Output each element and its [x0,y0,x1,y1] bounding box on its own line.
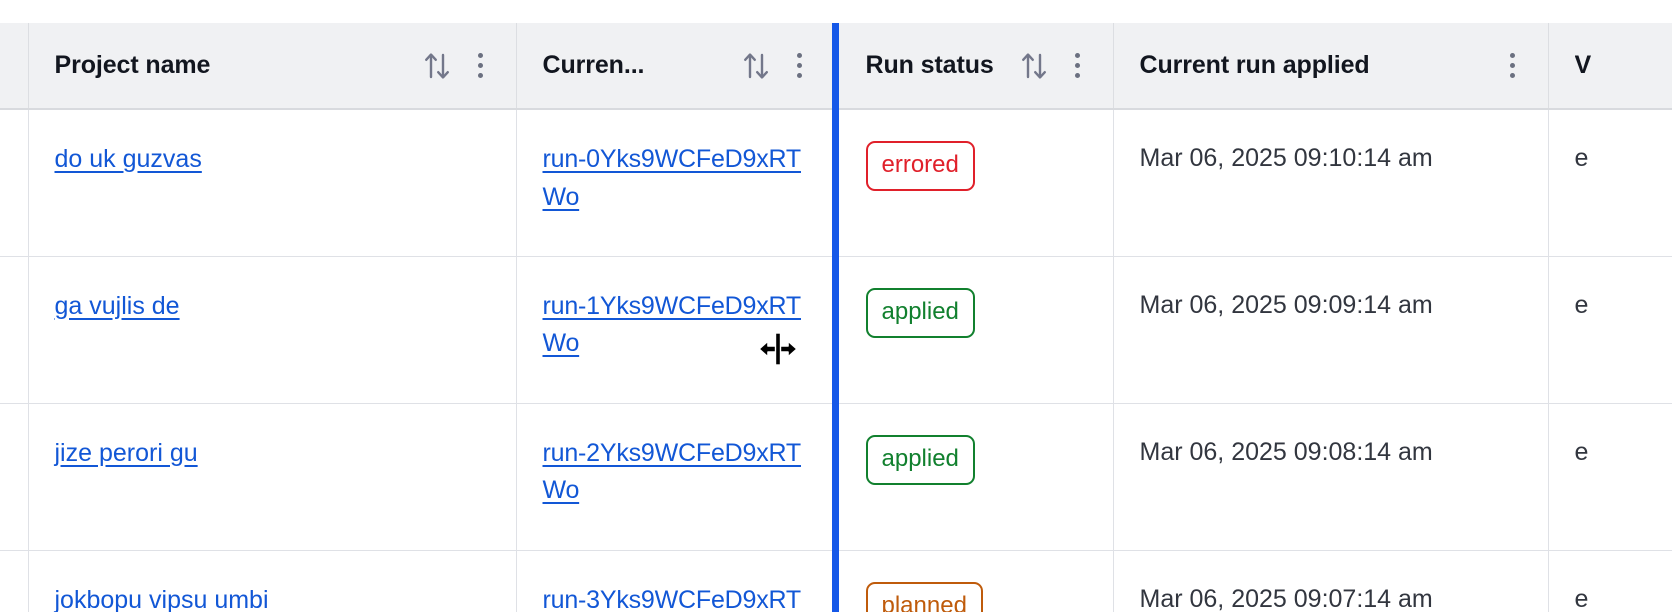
table-body: do uk guzvas run-0Yks9WCFeD9xRTWo errore… [0,109,1672,612]
column-header-label: Current run applied [1139,51,1370,79]
applied-timestamp: Mar 06, 2025 09:08:14 am [1139,437,1433,466]
cell-partial: e [1548,256,1672,404]
column-header-partial[interactable]: V [1548,23,1672,110]
cell-project-name: ga vujlis de [28,256,517,404]
row-select-cell[interactable] [0,550,29,612]
column-header-select[interactable] [0,23,29,110]
cell-run-status: applied [835,403,1114,551]
cell-project-name: jize perori gu [28,403,517,551]
project-name-link[interactable]: do uk guzvas [54,145,202,173]
column-menu-icon[interactable] [468,49,494,83]
cell-run-status: applied [835,256,1114,404]
table-row[interactable]: ga vujlis de run-1Yks9WCFeD9xRTWo applie… [0,256,1672,404]
cell-partial: e [1548,550,1672,612]
sort-icon[interactable] [422,49,452,83]
cell-project-name: do uk guzvas [28,109,517,257]
partial-value: e [1574,437,1589,466]
column-header-label: Project name [54,51,211,79]
column-header-label: V [1574,51,1592,79]
partial-value: e [1574,584,1589,612]
cell-current-run: run-2Yks9WCFeD9xRTWo [516,403,836,551]
header-row: Project name [0,23,1672,110]
status-badge: errored [865,141,975,191]
partial-value: e [1574,144,1589,172]
table-row[interactable]: jize perori gu run-2Yks9WCFeD9xRTWo appl… [0,403,1672,551]
cell-current-run-applied: Mar 06, 2025 09:07:14 am [1113,550,1549,612]
status-badge: applied [865,287,975,338]
applied-timestamp: Mar 06, 2025 09:07:14 am [1139,584,1433,612]
column-header-current-run[interactable]: Curren... [516,23,836,110]
sort-icon[interactable] [1019,49,1049,83]
column-header-label: Run status [865,51,994,79]
partial-value: e [1574,290,1589,319]
run-id-link[interactable]: run-0Yks9WCFeD9xRTWo [542,145,802,211]
cell-partial: e [1548,109,1672,257]
column-menu-icon[interactable] [1065,49,1091,83]
project-name-link[interactable]: jize perori gu [54,438,198,467]
cell-current-run-applied: Mar 06, 2025 09:10:14 am [1113,109,1549,257]
run-id-link[interactable]: run-2Yks9WCFeD9xRTWo [542,438,802,505]
run-id-link[interactable]: run-1Yks9WCFeD9xRTWo [542,291,802,358]
column-header-current-run-applied[interactable]: Current run applied [1113,23,1549,110]
applied-timestamp: Mar 06, 2025 09:10:14 am [1139,144,1433,172]
cell-run-status: errored [835,109,1114,257]
status-badge: planned [865,581,983,612]
row-select-cell[interactable] [0,403,29,551]
column-menu-icon[interactable] [1500,49,1526,83]
cell-current-run: run-0Yks9WCFeD9xRTWo [516,109,836,257]
cell-current-run: run-3Yks9WCFeD9xRTWo [516,550,836,612]
project-name-link[interactable]: jokbopu vipsu umbi [54,585,269,612]
column-menu-icon[interactable] [787,49,813,83]
projects-table: Project name [0,23,1672,612]
cell-current-run-applied: Mar 06, 2025 09:08:14 am [1113,403,1549,551]
applied-timestamp: Mar 06, 2025 09:09:14 am [1139,290,1433,319]
row-select-cell[interactable] [0,109,29,257]
cell-run-status: planned [835,550,1114,612]
cell-current-run-applied: Mar 06, 2025 09:09:14 am [1113,256,1549,404]
status-badge: applied [865,434,975,485]
table-row[interactable]: do uk guzvas run-0Yks9WCFeD9xRTWo errore… [0,109,1672,257]
project-name-link[interactable]: ga vujlis de [54,291,180,320]
table-row[interactable]: jokbopu vipsu umbi run-3Yks9WCFeD9xRTWo … [0,550,1672,612]
column-header-run-status[interactable]: Run status [835,23,1114,110]
cell-partial: e [1548,403,1672,551]
run-id-link[interactable]: run-3Yks9WCFeD9xRTWo [542,585,802,612]
cell-current-run: run-1Yks9WCFeD9xRTWo [516,256,836,404]
table-viewport[interactable]: Project name [0,23,1672,612]
table-header: Project name [0,23,1672,110]
column-header-label: Curren... [542,51,645,79]
row-select-cell[interactable] [0,256,29,404]
column-header-project-name[interactable]: Project name [28,23,517,110]
sort-icon[interactable] [741,49,771,83]
cell-project-name: jokbopu vipsu umbi [28,550,517,612]
